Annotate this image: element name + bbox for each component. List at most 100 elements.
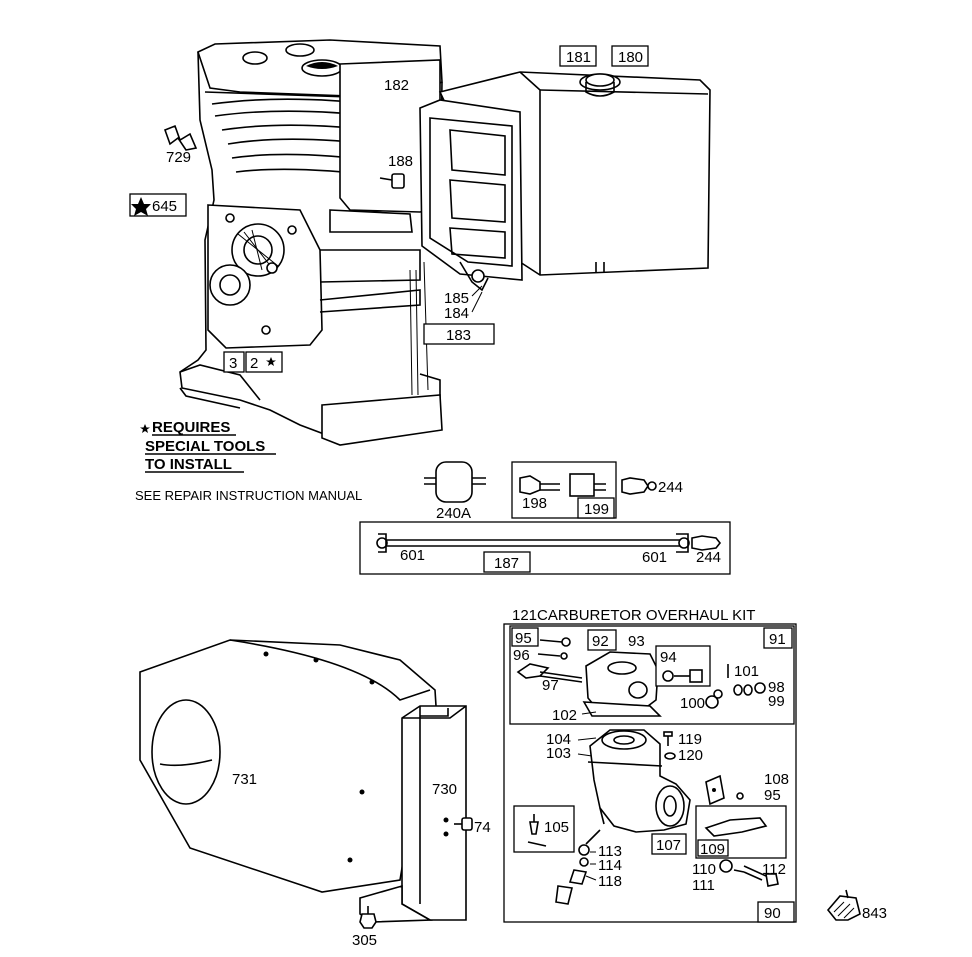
label-183: 183 — [446, 327, 471, 344]
parts-119-120 — [663, 731, 676, 760]
label-120: 120 — [678, 747, 703, 764]
label-91: 91 — [769, 631, 786, 648]
label-181: 181 — [566, 49, 591, 66]
label-240a: 240A — [436, 505, 471, 522]
label-box-91 — [763, 627, 793, 649]
star-icon — [140, 424, 150, 433]
bracket-730 — [359, 705, 467, 923]
needle-105 — [527, 814, 547, 847]
blower-housing — [139, 639, 441, 893]
label-110: 110 — [692, 861, 716, 878]
label-184: 184 — [444, 305, 469, 322]
label-101: 101 — [734, 663, 759, 680]
upper-body-92 — [582, 651, 662, 717]
label-198: 198 — [522, 495, 547, 512]
label-119: 119 — [678, 731, 702, 748]
tag-843 — [826, 889, 861, 921]
label-244-top: 244 — [658, 479, 683, 496]
fitting-244-top — [621, 477, 657, 495]
label-107: 107 — [656, 837, 681, 854]
label-109: 109 — [700, 841, 725, 858]
fuel-inlet-parts — [555, 829, 601, 905]
label-112: 112 — [762, 861, 786, 878]
fuel-line-box — [359, 521, 731, 575]
label-98: 98 — [768, 679, 785, 696]
kit-parts-95-96 — [537, 637, 571, 660]
fitting-198 — [519, 475, 560, 495]
label-114: 114 — [598, 857, 622, 874]
star-icon — [266, 357, 276, 366]
label-3: 3 — [229, 355, 237, 372]
label-601-right: 601 — [642, 549, 667, 566]
label-box-92 — [587, 629, 617, 651]
tank-bracket — [419, 99, 523, 292]
label-96: 96 — [513, 647, 530, 664]
label-box-105 — [513, 805, 575, 853]
label-97: 97 — [542, 677, 559, 694]
screw-188 — [379, 173, 405, 189]
label-185: 185 — [444, 290, 469, 307]
label-99: 99 — [768, 693, 785, 710]
label-731: 731 — [232, 771, 257, 788]
label-199: 199 — [584, 501, 609, 518]
nut-74 — [454, 817, 473, 831]
label-111: 111 — [692, 877, 715, 894]
label-843: 843 — [862, 905, 887, 922]
carburetor-body — [587, 729, 691, 833]
label-730: 730 — [432, 781, 457, 798]
label-box-181 — [559, 45, 597, 67]
label-182: 182 — [384, 77, 409, 94]
label-box-109 — [697, 839, 729, 857]
label-105: 105 — [544, 819, 569, 836]
part-94 — [662, 669, 703, 683]
label-108: 108 — [764, 771, 789, 788]
label-100: 100 — [680, 695, 705, 712]
label-box-187 — [483, 551, 531, 573]
label-601-left: 601 — [400, 547, 425, 564]
label-93: 93 — [628, 633, 645, 650]
label-95-bottom: 95 — [764, 787, 781, 804]
label-90: 90 — [764, 905, 781, 922]
label-92: 92 — [592, 633, 609, 650]
label-box-90 — [757, 901, 795, 923]
label-95-top: 95 — [515, 630, 532, 647]
label-box-107 — [651, 833, 687, 855]
fuel-line — [376, 533, 722, 553]
screw-305 — [359, 906, 377, 929]
label-box-2 — [245, 351, 283, 373]
label-2: 2 — [250, 355, 258, 372]
note-requires: REQUIRES — [152, 419, 230, 436]
label-188: 188 — [388, 153, 413, 170]
throttle-shaft-97 — [516, 663, 583, 683]
label-box-183 — [423, 323, 495, 345]
label-729: 729 — [166, 149, 191, 166]
label-645: 645 — [152, 198, 177, 215]
label-103: 103 — [546, 745, 571, 762]
parts-98-99 — [733, 682, 766, 696]
label-244-line: 244 — [696, 549, 721, 566]
clip-729 — [163, 124, 198, 151]
label-180: 180 — [618, 49, 643, 66]
label-102: 102 — [552, 707, 577, 724]
label-box-180 — [611, 45, 649, 67]
label-74: 74 — [474, 819, 491, 836]
note-special-tools: SPECIAL TOOLS — [145, 438, 265, 455]
label-305: 305 — [352, 932, 377, 949]
label-94: 94 — [660, 649, 677, 666]
star-icon — [131, 197, 151, 216]
fuel-filter — [424, 461, 486, 503]
label-118: 118 — [598, 873, 622, 890]
note-see-manual: SEE REPAIR INSTRUCTION MANUAL — [135, 488, 362, 503]
label-box-95a — [511, 627, 539, 647]
float-109 — [704, 817, 768, 837]
fitting-199 — [569, 473, 606, 497]
kit-title: 121CARBURETOR OVERHAUL KIT — [512, 607, 755, 624]
label-box-3 — [223, 351, 245, 373]
label-104: 104 — [546, 731, 571, 748]
label-box-199 — [577, 497, 615, 519]
engine-block — [179, 39, 443, 446]
label-187: 187 — [494, 555, 519, 572]
part-108 — [705, 774, 725, 806]
mixture-screw — [719, 859, 779, 887]
